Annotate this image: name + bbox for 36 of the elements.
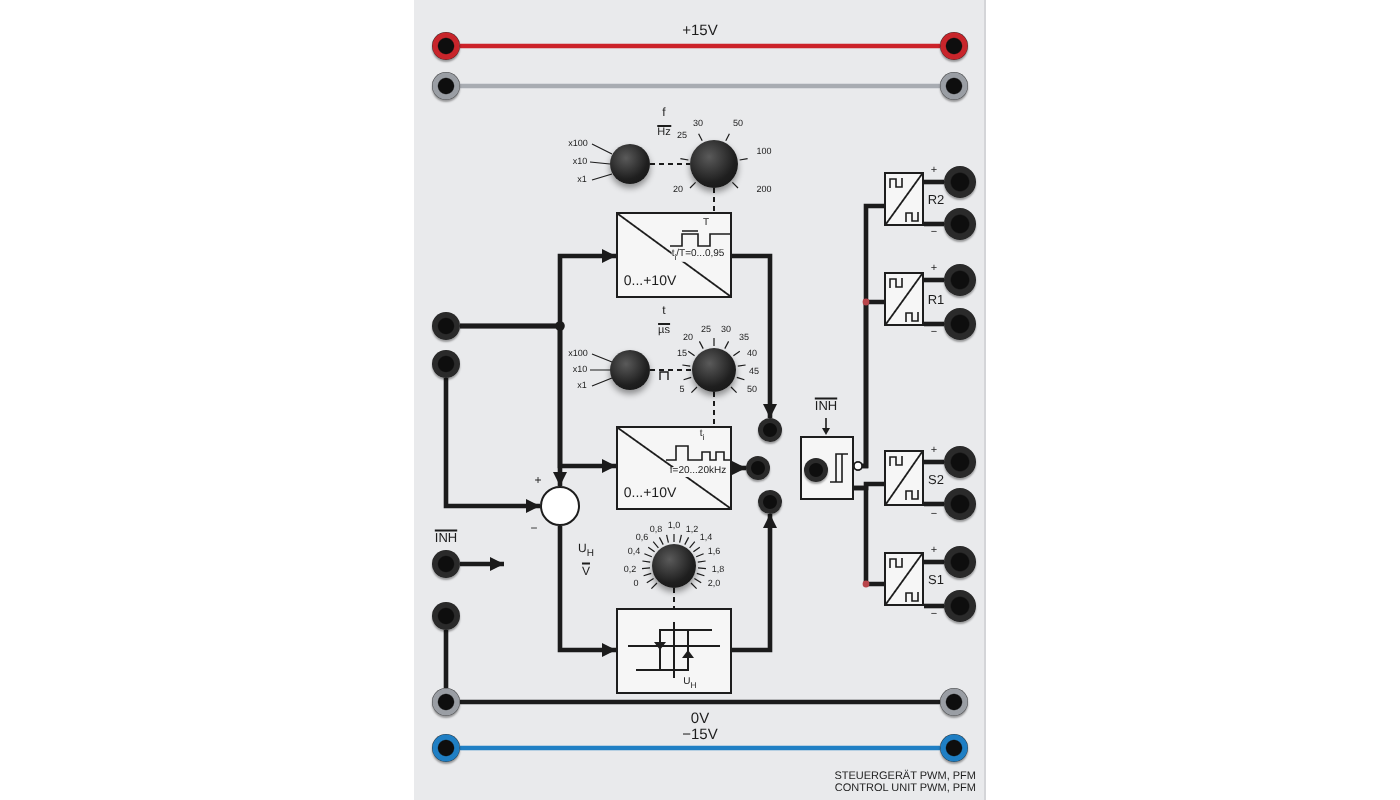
dashed-linkage-line bbox=[649, 369, 693, 371]
wire bbox=[924, 221, 944, 227]
wire bbox=[924, 559, 944, 565]
wire bbox=[924, 501, 944, 507]
wire bbox=[460, 43, 940, 49]
wire bbox=[924, 603, 944, 609]
wire bbox=[460, 83, 940, 89]
arrow bbox=[460, 557, 504, 571]
arrow bbox=[732, 514, 777, 653]
driver-box bbox=[884, 272, 924, 326]
converter-block bbox=[616, 426, 732, 510]
driver-box bbox=[884, 552, 924, 606]
wire bbox=[443, 630, 449, 688]
arrow bbox=[460, 323, 567, 486]
dashed-linkage-line bbox=[649, 163, 691, 165]
wire bbox=[924, 459, 944, 465]
wire bbox=[924, 321, 944, 327]
dashed-linkage-line bbox=[713, 187, 715, 213]
socket bbox=[804, 458, 828, 482]
arrow bbox=[557, 526, 616, 657]
wire bbox=[853, 299, 884, 471]
dashed-linkage-line bbox=[713, 391, 715, 427]
trigger-box bbox=[800, 436, 854, 500]
wire bbox=[854, 485, 884, 587]
driver-box bbox=[884, 172, 924, 226]
driver-box bbox=[884, 450, 924, 506]
wire bbox=[460, 745, 940, 751]
dashed-linkage-line bbox=[673, 587, 675, 609]
wire bbox=[924, 277, 944, 283]
arrow bbox=[732, 461, 746, 475]
wire bbox=[460, 699, 940, 705]
wire bbox=[924, 179, 944, 185]
arrow bbox=[732, 253, 777, 418]
arrow bbox=[443, 378, 540, 513]
converter-block bbox=[616, 212, 732, 298]
hysteresis-block bbox=[616, 608, 732, 694]
